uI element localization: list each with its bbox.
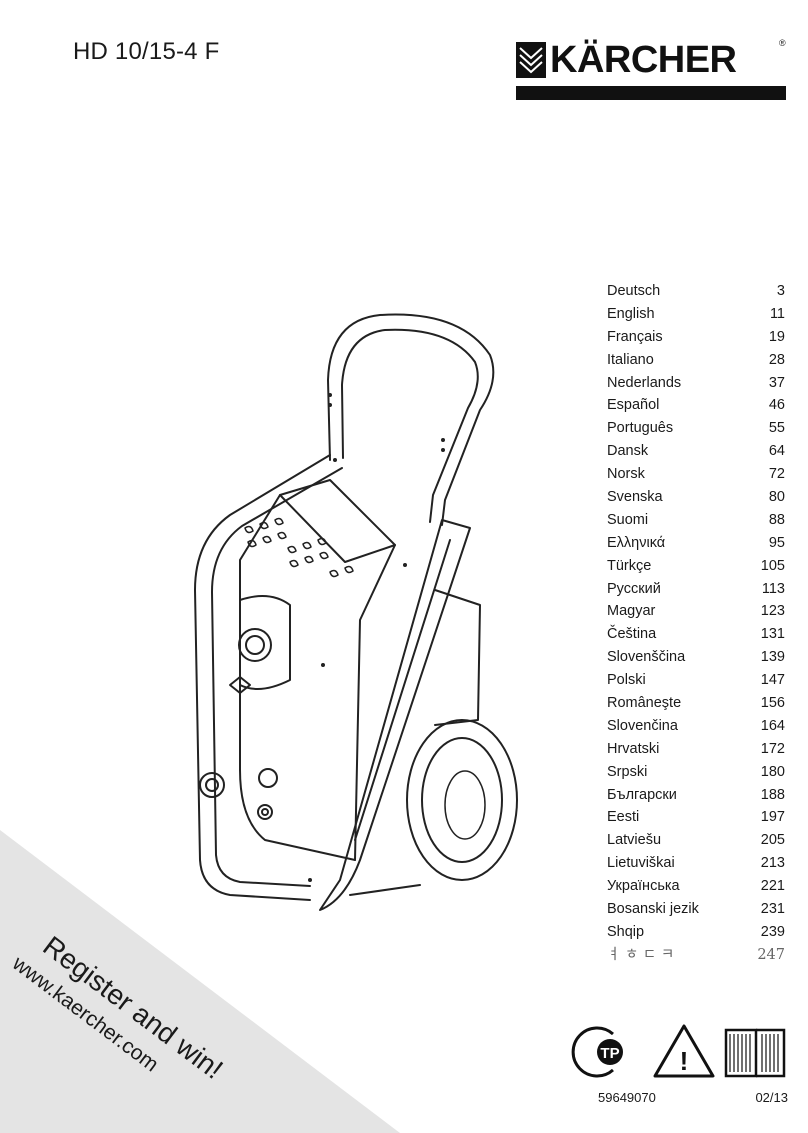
part-number: 59649070 bbox=[598, 1090, 656, 1105]
date-code: 02/13 bbox=[755, 1090, 788, 1105]
brand-logo: KÄRCHER ® bbox=[516, 38, 786, 102]
footer: 59649070 02/13 bbox=[598, 1090, 788, 1105]
certification-letters: ТР bbox=[600, 1045, 619, 1062]
brand-name: KÄRCHER bbox=[550, 39, 737, 81]
karcher-logo-icon bbox=[516, 42, 546, 78]
eac-certification-icon: ТР bbox=[571, 1026, 623, 1078]
manual-book-icon bbox=[724, 1028, 786, 1078]
pressure-washer-illustration bbox=[194, 313, 518, 911]
model-title: HD 10/15-4 F bbox=[73, 38, 220, 65]
warning-triangle-icon: ! bbox=[653, 1024, 715, 1078]
warning-mark: ! bbox=[680, 1046, 689, 1076]
registered-mark: ® bbox=[779, 38, 786, 48]
brand-bar bbox=[516, 86, 786, 100]
promo-band bbox=[0, 830, 400, 1133]
symbols-row: ТР ! bbox=[571, 1024, 786, 1078]
